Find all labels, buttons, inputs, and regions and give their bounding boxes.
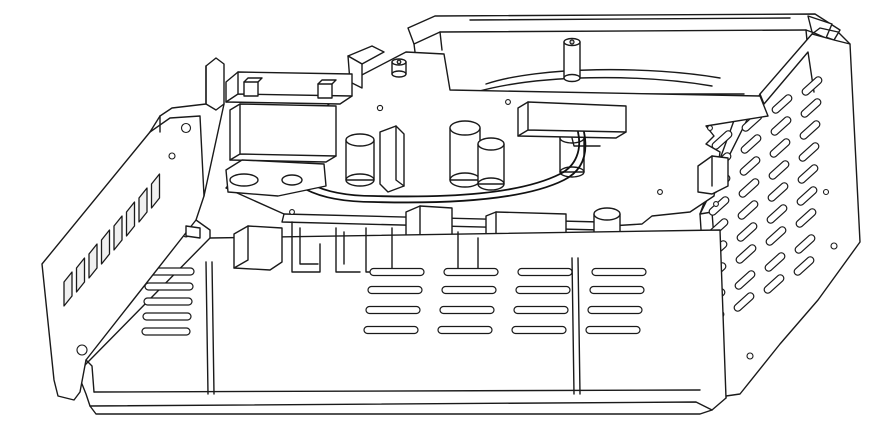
- bracket-window: [89, 244, 97, 278]
- capacitor-2: [450, 121, 480, 187]
- wall-slot: [767, 181, 790, 202]
- capacitor-block: [380, 126, 404, 192]
- wall-slot: [764, 251, 787, 272]
- wall-slot: [735, 243, 758, 264]
- wall-slot: [799, 119, 822, 140]
- wall-slot: [737, 199, 760, 220]
- wall-slot: [798, 141, 821, 162]
- wall-slot: [736, 221, 759, 242]
- floor-slot: [516, 287, 570, 294]
- wall-slot: [793, 255, 816, 276]
- wall-slot: [769, 137, 792, 158]
- wall-slot: [733, 291, 756, 312]
- wall-slot: [766, 203, 789, 224]
- bracket-window: [64, 272, 72, 306]
- wall-slot: [711, 129, 734, 150]
- wall-slot: [796, 185, 819, 206]
- floor-slot: [518, 269, 572, 276]
- wall-slot: [797, 163, 820, 184]
- left-floor-slot: [145, 283, 193, 290]
- floor-slot: [442, 287, 496, 294]
- left-floor-slot: [143, 313, 191, 320]
- floor-slot: [444, 269, 498, 276]
- left-floor-slots: [142, 268, 194, 335]
- floor-slot: [590, 287, 644, 294]
- floor-slot-grid: [364, 269, 646, 334]
- bracket-window: [127, 202, 135, 236]
- bracket-window: [102, 230, 110, 264]
- floor-slot: [586, 327, 640, 334]
- chassis-floor: [78, 222, 726, 414]
- capacitor-1: [346, 134, 374, 186]
- capacitor-3: [478, 138, 504, 190]
- standoff-post-1: [564, 39, 580, 82]
- wall-slot: [800, 97, 823, 118]
- standoff-post-2: [392, 59, 406, 77]
- right-small-block: [698, 156, 728, 194]
- left-floor-slot: [142, 328, 190, 335]
- floor-slot: [512, 327, 566, 334]
- floor-slot: [592, 269, 646, 276]
- wall-slot: [770, 115, 793, 136]
- wall-slot: [763, 273, 786, 294]
- bracket-window: [114, 216, 122, 250]
- wall-slot: [740, 133, 763, 154]
- bracket-window: [139, 188, 147, 222]
- floor-slot: [440, 307, 494, 314]
- floor-slot: [364, 327, 418, 334]
- floor-slot: [368, 287, 422, 294]
- wall-slot: [771, 93, 794, 114]
- left-connector-box: [226, 104, 336, 196]
- wall-slot: [768, 159, 791, 180]
- wall-slot: [739, 155, 762, 176]
- wall-slot: [801, 75, 824, 96]
- wall-slot: [738, 177, 761, 198]
- floor-slot: [588, 307, 642, 314]
- back-rail: [408, 14, 840, 94]
- upper-connector: [518, 102, 626, 146]
- wall-slot: [794, 233, 817, 254]
- bracket-window: [152, 174, 160, 208]
- wall-slot: [795, 207, 818, 228]
- floor-slot: [370, 269, 424, 276]
- floor-slot: [438, 327, 492, 334]
- floor-slot: [366, 307, 420, 314]
- bracket-window: [77, 258, 85, 292]
- left-top-latch: [226, 72, 352, 104]
- floor-slot: [514, 307, 568, 314]
- wall-slot: [765, 225, 788, 246]
- front-bracket: [42, 58, 224, 400]
- left-floor-slot: [144, 298, 192, 305]
- bracket-window-row: [64, 174, 160, 306]
- wall-slot: [734, 269, 757, 290]
